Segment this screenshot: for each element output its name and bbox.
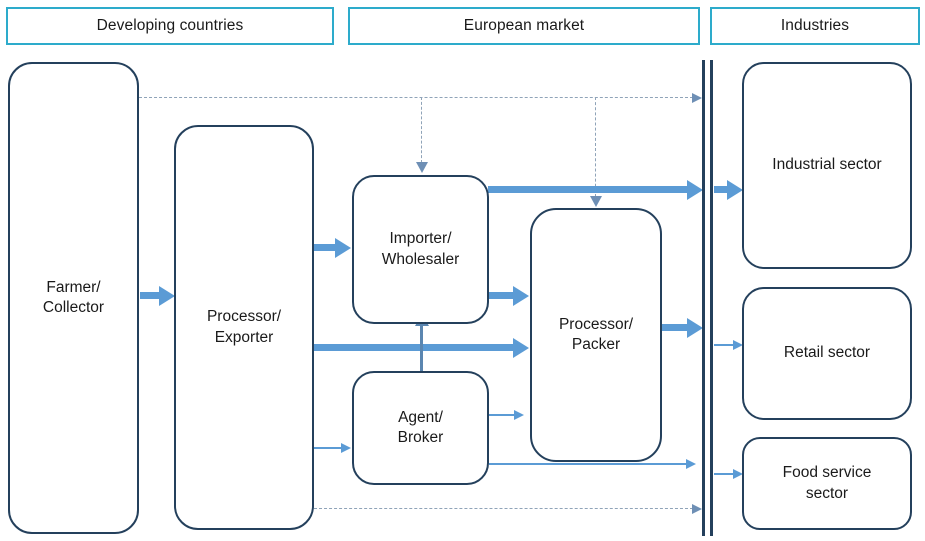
node-label-line1: Retail sector bbox=[783, 344, 871, 362]
node-label-line2: Packer bbox=[571, 336, 621, 353]
node-label-line2: sector bbox=[805, 484, 849, 502]
flow-boundary-to-food-service bbox=[714, 473, 734, 475]
flow-farmer-to-boundary-dashed bbox=[139, 97, 693, 98]
flow-agent-to-processor-packer bbox=[489, 414, 515, 416]
flow-dashed-drop-to-processor-packer bbox=[595, 97, 596, 197]
node-food-service-sector[interactable]: Food service sector bbox=[742, 437, 912, 530]
flow-processor-exporter-to-agent bbox=[314, 447, 342, 449]
node-agent-broker[interactable]: Agent/ Broker bbox=[352, 371, 489, 485]
flow-boundary-to-industrial bbox=[714, 186, 728, 193]
node-importer-wholesaler[interactable]: Importer/ Wholesaler bbox=[352, 175, 489, 324]
flow-agent-to-boundary bbox=[489, 463, 687, 465]
node-label-line1: Industrial sector bbox=[772, 156, 882, 174]
header-developing-countries: Developing countries bbox=[6, 7, 334, 45]
flow-importer-to-processor-packer bbox=[488, 292, 514, 299]
node-label-line2: Exporter bbox=[214, 328, 274, 346]
flow-dashed-drop-to-importer bbox=[421, 97, 422, 163]
node-industrial-sector[interactable]: Industrial sector bbox=[742, 62, 912, 269]
flow-processor-exporter-to-processor-packer bbox=[314, 344, 514, 351]
node-label-line1: Importer/ bbox=[389, 230, 452, 248]
flow-processor-exporter-to-boundary-dashed bbox=[314, 508, 693, 509]
flow-importer-to-industrial bbox=[488, 186, 688, 193]
node-label-line2: Wholesaler bbox=[381, 250, 460, 268]
node-retail-sector[interactable]: Retail sector bbox=[742, 287, 912, 420]
node-label-line1: Processor/ bbox=[206, 308, 282, 326]
flow-processor-exporter-to-importer bbox=[314, 244, 336, 251]
header-industries: Industries bbox=[710, 7, 920, 45]
flow-agent-to-importer bbox=[420, 325, 423, 371]
flow-boundary-to-retail bbox=[714, 344, 734, 346]
header-european-market: European market bbox=[348, 7, 700, 45]
node-processor-exporter[interactable]: Processor/ Exporter bbox=[174, 125, 314, 530]
header-label: Industries bbox=[780, 17, 850, 34]
node-label-line1: Agent/ bbox=[398, 408, 443, 426]
node-label-line1: Farmer/ bbox=[46, 278, 101, 296]
flow-processor-packer-to-boundary bbox=[662, 324, 688, 331]
industries-boundary-bar bbox=[702, 60, 713, 536]
node-label-line1: Food service bbox=[782, 464, 872, 482]
node-label-line2: Broker bbox=[397, 429, 444, 446]
node-label-line1: Processor/ bbox=[558, 315, 634, 333]
node-label-line2: Collector bbox=[42, 299, 105, 316]
header-label: European market bbox=[463, 17, 585, 34]
flow-farmer-to-processor-exporter bbox=[140, 292, 160, 299]
node-farmer-collector[interactable]: Farmer/ Collector bbox=[8, 62, 139, 534]
header-label: Developing countries bbox=[96, 17, 244, 34]
node-processor-packer[interactable]: Processor/ Packer bbox=[530, 208, 662, 462]
